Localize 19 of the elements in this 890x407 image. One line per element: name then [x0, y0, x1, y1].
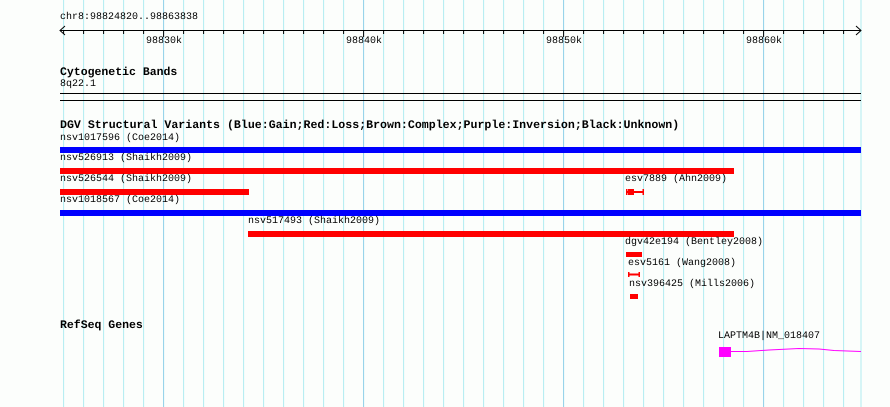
band-label: 8q22.1 — [60, 80, 96, 90]
tick-label: 98860k — [746, 37, 782, 47]
variant-label: nsv526913 (Shaikh2009) — [60, 154, 192, 164]
track-title: RefSeq Genes — [60, 320, 143, 332]
variant-label: nsv1018567 (Coe2014) — [60, 196, 180, 206]
track-title: Cytogenetic Bands — [60, 67, 178, 78]
gene-label: LAPTM4B|NM_018407 — [718, 332, 820, 342]
variant-label: nsv396425 (Mills2006) — [629, 280, 756, 290]
variant-label: nsv1017596 (Coe2014) — [60, 134, 180, 144]
tick-label: 98840k — [346, 37, 382, 47]
track-title: DGV Structural Variants (Blue:Gain;Red:Loss;Brown:Complex;Purple:Inversion;Black:Unknown) — [60, 120, 680, 132]
variant-label: esv7889 (Ahn2009) — [625, 175, 728, 185]
tick-label: 98850k — [546, 37, 582, 47]
variant-label: esv5161 (Wang2008) — [628, 259, 736, 269]
variant-label: dgv42e194 (Bentley2008) — [625, 238, 764, 248]
coord-label: chr8:98824820..98863838 — [60, 13, 198, 23]
variant-label: nsv517493 (Shaikh2009) — [248, 217, 380, 227]
variant-label: nsv526544 (Shaikh2009) — [60, 175, 192, 185]
tick-label: 98830k — [146, 37, 182, 47]
